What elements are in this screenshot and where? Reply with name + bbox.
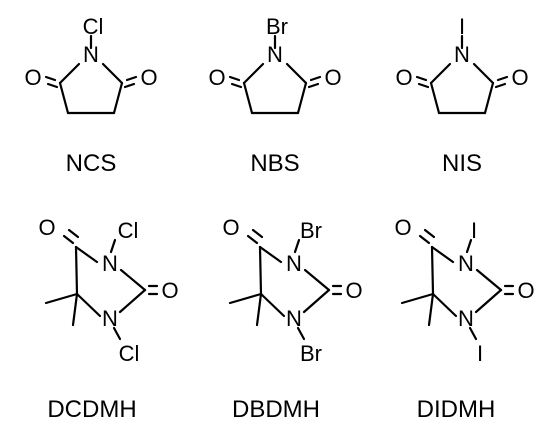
nitrogen-atom: N [286,306,302,331]
nitrogen-atom: N [458,251,474,276]
halogen-atom: Cl [119,341,140,366]
oxygen-atom: O [222,215,239,240]
halogen-atom: Cl [83,14,104,39]
nitrogen-atom: N [454,42,470,67]
oxygen-atom: O [395,65,412,90]
halogen-atom: Cl [118,218,139,243]
halogen-atom: Br [300,218,322,243]
molecule-nbs: N Br O O [208,14,342,115]
nitrogen-atom: N [267,42,283,67]
molecule-dcdmh: N N Cl Cl O O [38,215,178,366]
compound-label: NIS [442,150,482,177]
halogen-atom: I [477,341,483,366]
nitrogen-atom: N [286,251,302,276]
molecule-didmh: N N I I O O [394,215,534,366]
oxygen-atom: O [140,65,157,90]
molecule-dbdmh: N N Br Br O O [222,215,362,366]
compound-label: NBS [250,150,299,177]
compound-label: NCS [66,150,117,177]
compound-label: DCDMH [47,396,136,423]
molecule-ncs: N Cl O O [24,14,158,115]
compound-label: DIDMH [417,396,496,423]
oxygen-atom: O [345,278,362,303]
halogen-atom: I [459,14,465,39]
nitrogen-atom: N [83,42,99,67]
compound-label: DBDMH [232,396,320,423]
halogen-atom: Br [300,341,322,366]
molecule-nis: N I O O [395,14,529,115]
oxygen-atom: O [161,278,178,303]
nitrogen-atom: N [102,251,118,276]
halogen-atom: I [471,218,477,243]
halogen-atom: Br [266,14,288,39]
nitrogen-atom: N [102,306,118,331]
oxygen-atom: O [208,65,225,90]
oxygen-atom: O [517,278,534,303]
oxygen-atom: O [24,65,41,90]
oxygen-atom: O [38,215,55,240]
oxygen-atom: O [324,65,341,90]
nitrogen-atom: N [458,306,474,331]
oxygen-atom: O [394,215,411,240]
oxygen-atom: O [511,65,528,90]
